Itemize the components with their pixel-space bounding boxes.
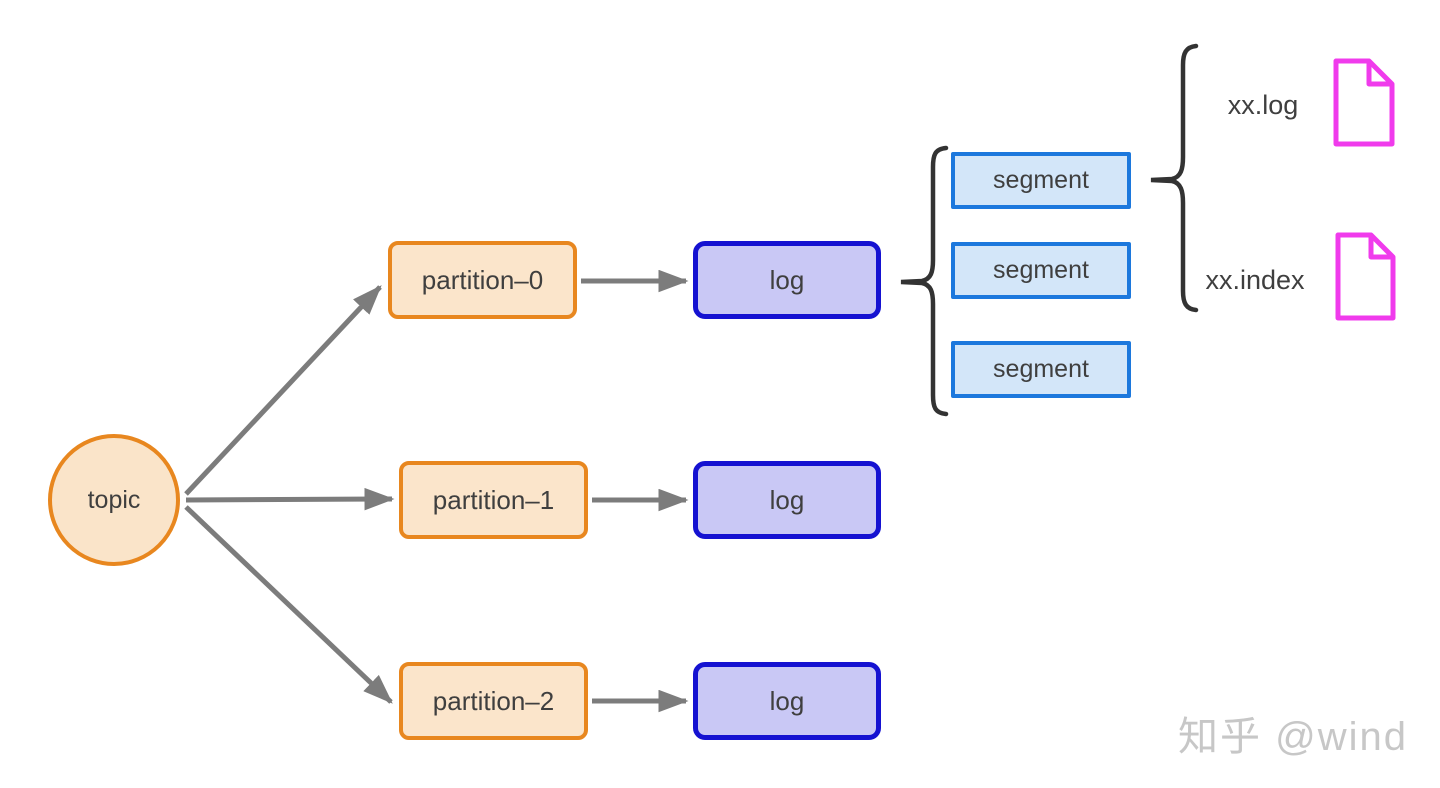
node-segment-1: segment <box>951 242 1131 299</box>
arrow-topic-to-partition-0 <box>184 285 382 496</box>
node-segment-0: segment <box>951 152 1131 209</box>
file-label-xx-log: xx.log <box>1227 90 1299 120</box>
document-icon <box>1333 58 1395 147</box>
node-partition-1: partition–1 <box>399 461 588 539</box>
zhihu-watermark: 知乎 @wind <box>1178 715 1408 759</box>
node-topic: topic <box>48 434 180 566</box>
node-partition-2: partition–2 <box>399 662 588 740</box>
node-log-2: log <box>693 662 881 740</box>
node-segment-2: segment <box>951 341 1131 398</box>
arrow-topic-to-partition-2 <box>184 505 393 704</box>
arrow-topic-to-partition-1 <box>185 487 395 511</box>
node-partition-0: partition–0 <box>388 241 577 319</box>
brace-segment-to-files <box>1150 43 1199 313</box>
document-icon <box>1335 232 1396 321</box>
brace-log-to-segments <box>900 145 949 417</box>
node-log-1: log <box>693 461 881 539</box>
file-label-xx-index: xx.index <box>1205 265 1305 295</box>
node-log-0: log <box>693 241 881 319</box>
